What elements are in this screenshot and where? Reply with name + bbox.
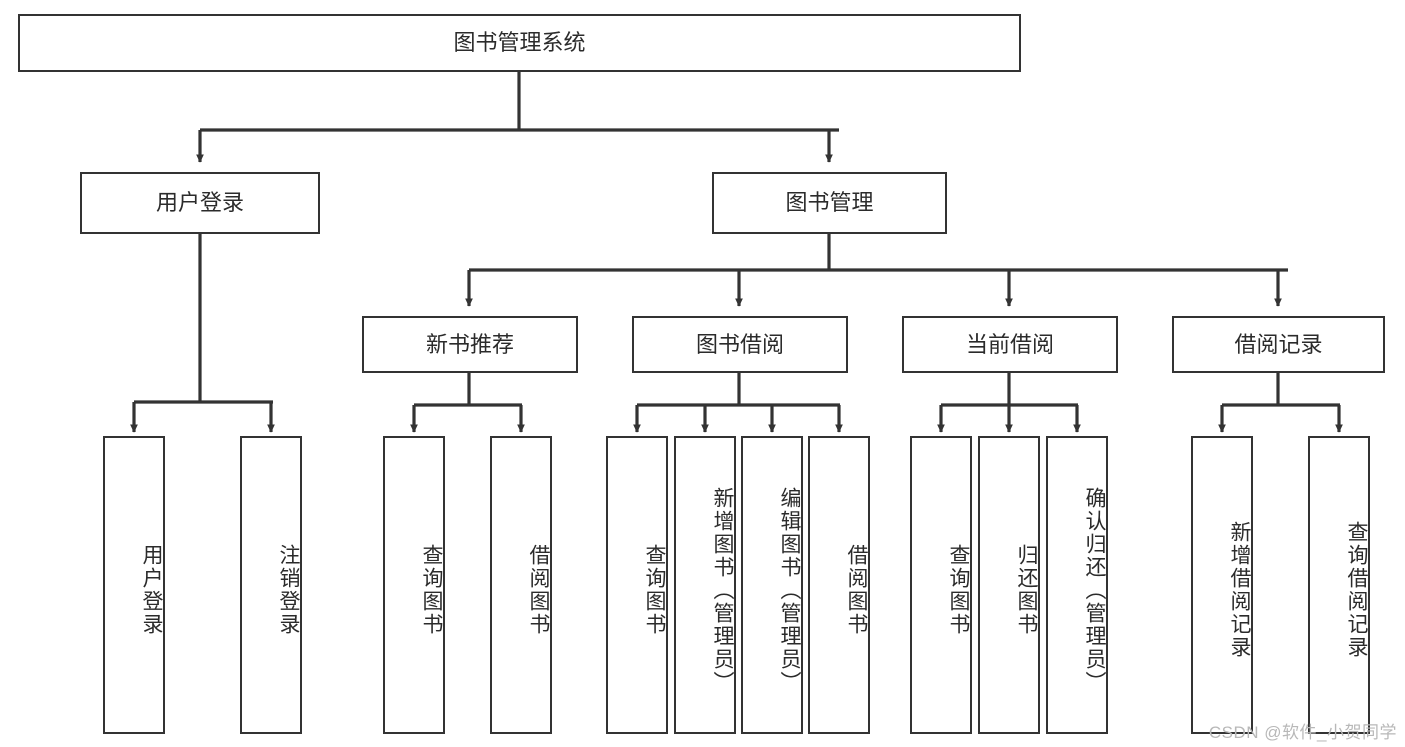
node-label: 查询图书 (420, 544, 443, 636)
node-label: 用户登录 (155, 190, 244, 216)
leaf-user-login-login[interactable]: 用户登录 (103, 436, 165, 734)
node-label: 借阅记录 (1234, 331, 1323, 357)
node-user-login[interactable]: 用户登录 (80, 172, 320, 234)
leaf-book-borrow-borrow[interactable]: 借阅图书 (808, 436, 870, 734)
node-borrow-record[interactable]: 借阅记录 (1172, 316, 1385, 373)
node-book-borrow[interactable]: 图书借阅 (632, 316, 848, 373)
node-root-book-management-system[interactable]: 图书管理系统 (18, 14, 1021, 72)
node-book-management[interactable]: 图书管理 (712, 172, 947, 234)
node-label: 查询借阅记录 (1345, 521, 1368, 659)
leaf-new-book-borrow[interactable]: 借阅图书 (490, 436, 552, 734)
node-current-borrow[interactable]: 当前借阅 (902, 316, 1118, 373)
leaf-current-borrow-query[interactable]: 查询图书 (910, 436, 972, 734)
leaf-current-borrow-return[interactable]: 归还图书 (978, 436, 1040, 734)
node-label: 注销登录 (277, 544, 300, 636)
node-label: 图书管理 (785, 190, 874, 216)
node-label: 查询图书 (947, 544, 970, 636)
leaf-borrow-record-query[interactable]: 查询借阅记录 (1308, 436, 1370, 734)
leaf-borrow-record-add[interactable]: 新增借阅记录 (1191, 436, 1253, 734)
node-label: 编辑图书（管理员） (778, 486, 801, 694)
leaf-current-borrow-confirm-return[interactable]: 确认归还（管理员） (1046, 436, 1108, 734)
node-label: 当前借阅 (965, 331, 1054, 357)
node-label: 图书借阅 (695, 331, 784, 357)
node-label: 查询图书 (643, 544, 666, 636)
leaf-book-borrow-query[interactable]: 查询图书 (606, 436, 668, 734)
leaf-book-borrow-add[interactable]: 新增图书（管理员） (674, 436, 736, 734)
node-label: 确认归还（管理员） (1083, 486, 1106, 694)
node-label: 借阅图书 (527, 544, 550, 636)
node-label: 新书推荐 (425, 331, 514, 357)
leaf-new-book-query[interactable]: 查询图书 (383, 436, 445, 734)
node-new-book-recommend[interactable]: 新书推荐 (362, 316, 578, 373)
leaf-user-login-logout[interactable]: 注销登录 (240, 436, 302, 734)
node-label: 新增图书（管理员） (711, 486, 734, 694)
leaf-book-borrow-edit[interactable]: 编辑图书（管理员） (741, 436, 803, 734)
node-label: 图书管理系统 (453, 30, 586, 56)
node-label: 用户登录 (140, 544, 163, 636)
node-label: 新增借阅记录 (1228, 521, 1251, 659)
node-label: 归还图书 (1015, 544, 1038, 636)
node-label: 借阅图书 (845, 544, 868, 636)
